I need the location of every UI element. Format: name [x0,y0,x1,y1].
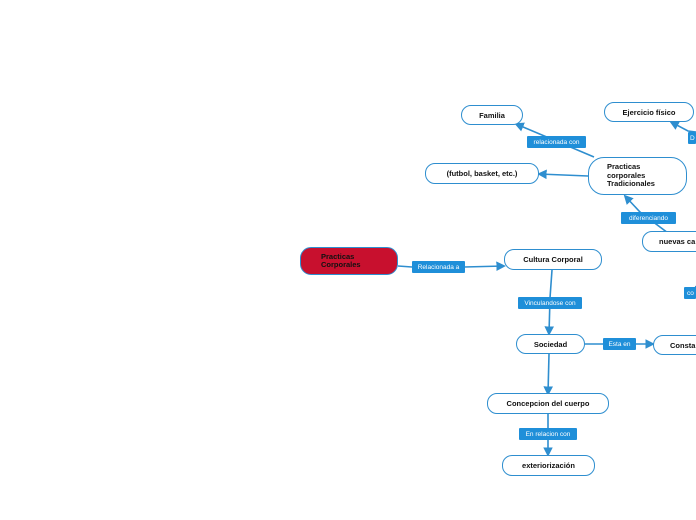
label-cut-right-2: co [684,287,696,299]
label-diferenciando: diferenciando [621,212,676,224]
node-familia-label: Familia [479,110,505,120]
node-sociedad[interactable]: Sociedad [516,334,585,354]
node-nuevas-label: nuevas ca [659,237,696,246]
connector-sociedad-concepcion [543,353,553,396]
node-ejercicio-label: Ejercicio físico [622,107,676,117]
node-concepcion-del-cuerpo[interactable]: Concepcion del cuerpo [487,393,609,414]
root-node-label: Practicas Corporales [321,251,361,269]
label-relacionada-a: Relacionada a [412,261,465,273]
node-cultura-corporal[interactable]: Cultura Corporal [504,249,602,270]
node-nuevas[interactable]: nuevas ca [642,231,696,252]
connector-label-cultura [463,261,506,271]
connector-right-ejercicio [669,121,696,133]
node-ejercicio-fisico[interactable]: Ejercicio físico [604,102,694,122]
node-futbol-label: (futbol, basket, etc.) [446,169,518,178]
node-constante-label: Consta [670,340,696,350]
connector-root-cultura [397,265,413,268]
node-exteriorizacion[interactable]: exteriorización [502,455,595,476]
label-esta-en: Esta en [603,338,636,350]
label-vinculandose-con: Vinculandose con [518,297,582,309]
node-constante[interactable]: Consta [653,335,696,355]
node-futbol-basket[interactable]: (futbol, basket, etc.) [425,163,539,184]
node-tradicionales-label: Practicas corporales Tradicionales [607,162,655,189]
node-cultura-corporal-label: Cultura Corporal [523,255,583,264]
node-practicas-tradicionales[interactable]: Practicas corporales Tradicionales [588,157,687,195]
label-relacionada-con: relacionada con [527,136,586,148]
label-en-relacion-con: En relacion con [519,428,577,440]
node-sociedad-label: Sociedad [533,339,568,349]
root-node-practicas-corporales[interactable]: Practicas Corporales [300,247,398,275]
node-exteriorizacion-label: exteriorización [522,461,575,470]
connector-tradicionales-futbol [537,169,589,180]
label-cut-right-1: D [688,132,696,144]
node-familia[interactable]: Familia [461,105,523,125]
node-concepcion-label: Concepcion del cuerpo [506,399,590,408]
